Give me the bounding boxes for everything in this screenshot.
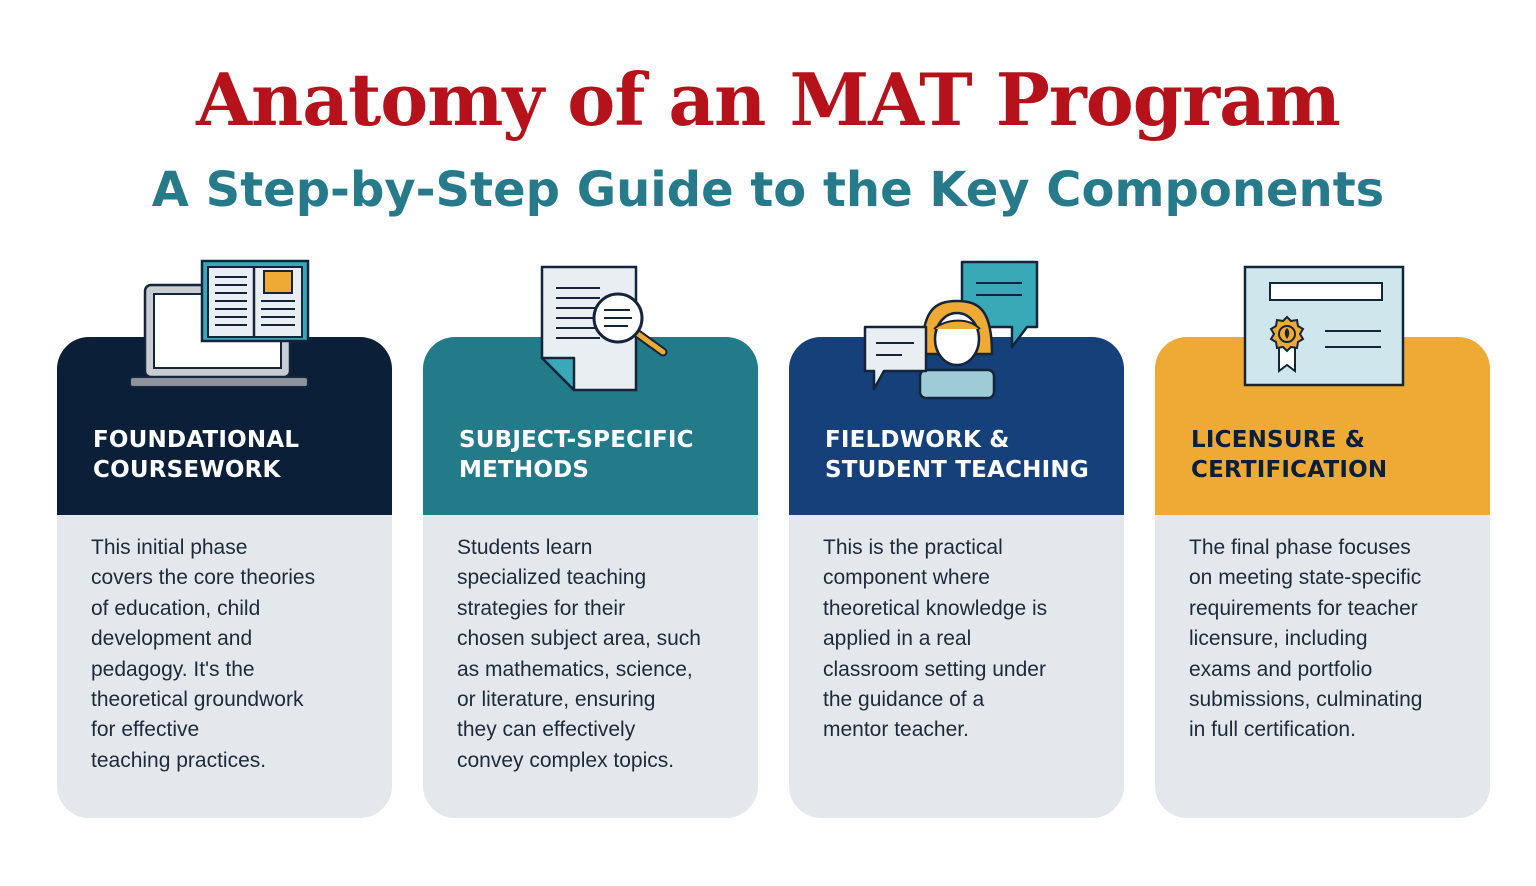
card-description: The final phase focuses on meeting state… — [1189, 536, 1423, 742]
card-fieldwork-student-teaching: FIELDWORK & STUDENT TEACHING This is the… — [789, 337, 1124, 818]
card-title: FOUNDATIONAL COURSEWORK — [93, 427, 300, 483]
page-title: Anatomy of an MAT Program — [196, 57, 1341, 142]
card-title: LICENSURE & CERTIFICATION — [1191, 427, 1388, 483]
page-subtitle: A Step-by-Step Guide to the Key Componen… — [151, 162, 1385, 218]
card-title: SUBJECT-SPECIFIC METHODS — [459, 427, 694, 483]
certificate-icon — [1243, 265, 1405, 387]
card-title: FIELDWORK & STUDENT TEACHING — [825, 427, 1089, 483]
laptop-book-icon — [129, 259, 310, 388]
card-description: This is the practical component where th… — [823, 536, 1048, 742]
teacher-speech-bubbles-icon — [863, 260, 1039, 400]
card-licensure-certification: LICENSURE & CERTIFICATION The final phas… — [1155, 337, 1490, 818]
card-description: This initial phase covers the core theor… — [91, 536, 316, 772]
card-foundational-coursework: FOUNDATIONAL COURSEWORK This initial pha… — [57, 337, 392, 818]
card-header — [789, 337, 1124, 515]
card-subject-specific-methods: SUBJECT-SPECIFIC METHODS Students learn … — [423, 337, 758, 818]
document-magnifier-icon — [540, 265, 668, 392]
card-description: Students learn specialized teaching stra… — [457, 536, 701, 772]
